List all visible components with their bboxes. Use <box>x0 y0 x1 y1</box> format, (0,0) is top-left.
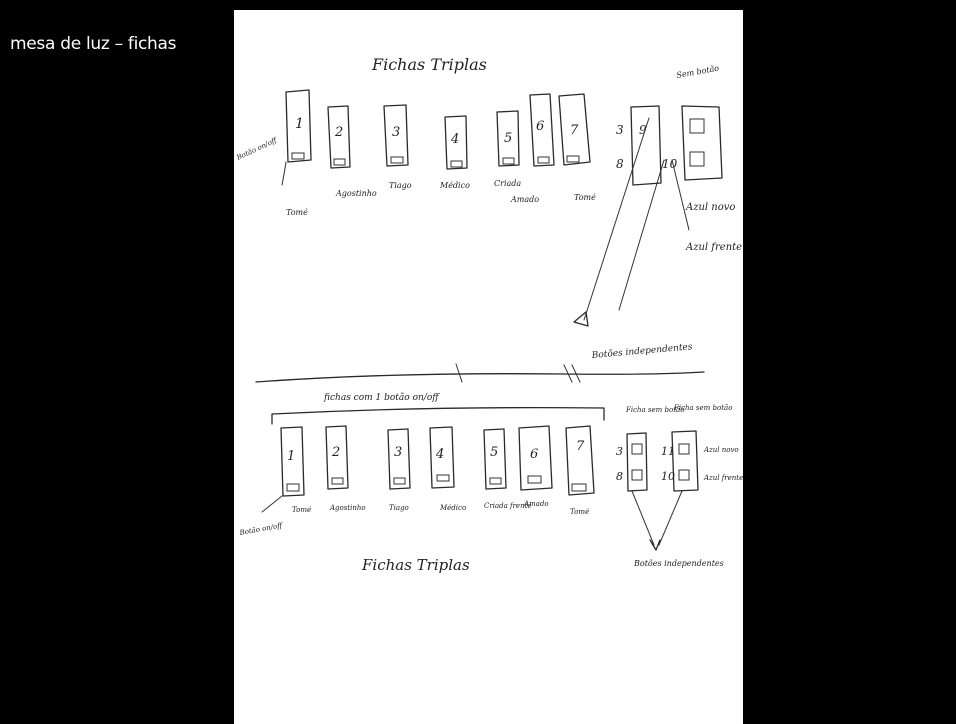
sketch-paper: Fichas Triplas Sem botão Botão on/off 1 … <box>234 10 743 724</box>
bottom-end-note: Botões independentes <box>633 559 724 568</box>
svg-text:2: 2 <box>334 125 343 140</box>
divider-note: fichas com 1 botão on/off <box>323 392 440 403</box>
top-bottom-note: Botões independentes <box>590 341 693 361</box>
svg-text:10: 10 <box>661 470 675 483</box>
svg-text:9: 9 <box>639 123 647 137</box>
svg-text:7: 7 <box>570 123 579 138</box>
svg-text:1: 1 <box>295 116 304 132</box>
svg-text:2: 2 <box>331 445 340 460</box>
bottom-heading: Fichas Triplas <box>361 556 470 574</box>
svg-text:8: 8 <box>616 157 624 171</box>
bottom-card-5: 5 <box>484 429 506 489</box>
bottom-label-2: Agostinho <box>329 504 366 512</box>
top-right-cards: 3 9 8 10 <box>616 106 722 185</box>
top-label-1: Tomé <box>286 208 308 217</box>
bottom-label-4: Médico <box>439 504 466 512</box>
svg-text:3: 3 <box>616 445 623 458</box>
svg-text:3: 3 <box>394 445 402 460</box>
svg-text:3: 3 <box>616 123 624 137</box>
bottom-card-7: 7 <box>566 426 594 495</box>
top-label-7: Tomé <box>574 193 596 202</box>
svg-text:4: 4 <box>435 447 444 462</box>
top-card-5: 5 <box>497 111 519 166</box>
svg-text:11: 11 <box>661 445 675 458</box>
top-label-5: Criada <box>494 179 521 188</box>
bottom-left-note: Botão on/off <box>238 521 284 537</box>
hand-drawn-sketch: Fichas Triplas Sem botão Botão on/off 1 … <box>234 10 743 724</box>
svg-text:6: 6 <box>530 447 538 462</box>
bottom-card-3: 3 <box>388 429 410 489</box>
top-card-6: 6 <box>530 94 554 166</box>
svg-text:10: 10 <box>662 157 678 171</box>
top-card-7: 7 <box>559 94 590 165</box>
svg-text:4: 4 <box>450 132 459 147</box>
top-left-note: Botão on/off <box>235 136 279 162</box>
bottom-right-cards: 3 11 8 10 <box>616 431 698 491</box>
bottom-card-1: 1 <box>281 427 304 496</box>
slide-title: mesa de luz – fichas <box>10 34 176 54</box>
top-card-2: 2 <box>328 106 350 168</box>
bottom-right-note-1: Azul novo <box>703 446 739 454</box>
bottom-label-1: Tomé <box>292 506 311 514</box>
top-label-2: Agostinho <box>335 189 377 198</box>
top-label-3: Tiago <box>389 181 412 190</box>
bottom-label-6: Amado <box>523 500 549 508</box>
top-card-4: 4 <box>445 116 467 169</box>
top-right-note-2: Azul frente <box>685 242 742 253</box>
bottom-label-3: Tiago <box>389 504 409 512</box>
bottom-card-2: 2 <box>326 426 348 489</box>
bottom-card-6: 6 <box>519 426 552 490</box>
top-heading: Fichas Triplas <box>371 55 487 74</box>
top-right-note-1: Azul novo <box>685 202 735 213</box>
svg-text:3: 3 <box>392 125 400 140</box>
top-label-4: Médico <box>439 181 470 190</box>
top-corner-note: Sem botão <box>676 64 720 80</box>
bottom-right-header-2: Ficha sem botão <box>673 404 732 412</box>
bottom-label-7: Tomé <box>570 508 589 516</box>
svg-text:8: 8 <box>616 470 623 483</box>
top-card-3: 3 <box>384 105 408 166</box>
svg-text:5: 5 <box>490 445 498 460</box>
svg-text:6: 6 <box>536 119 544 134</box>
svg-text:5: 5 <box>504 131 512 146</box>
top-card-1: 1 <box>286 90 311 162</box>
svg-text:7: 7 <box>576 439 585 454</box>
svg-text:1: 1 <box>287 449 295 464</box>
bottom-card-4: 4 <box>430 427 454 488</box>
bottom-right-note-2: Azul frente <box>703 474 743 482</box>
top-label-6: Amado <box>510 195 539 204</box>
